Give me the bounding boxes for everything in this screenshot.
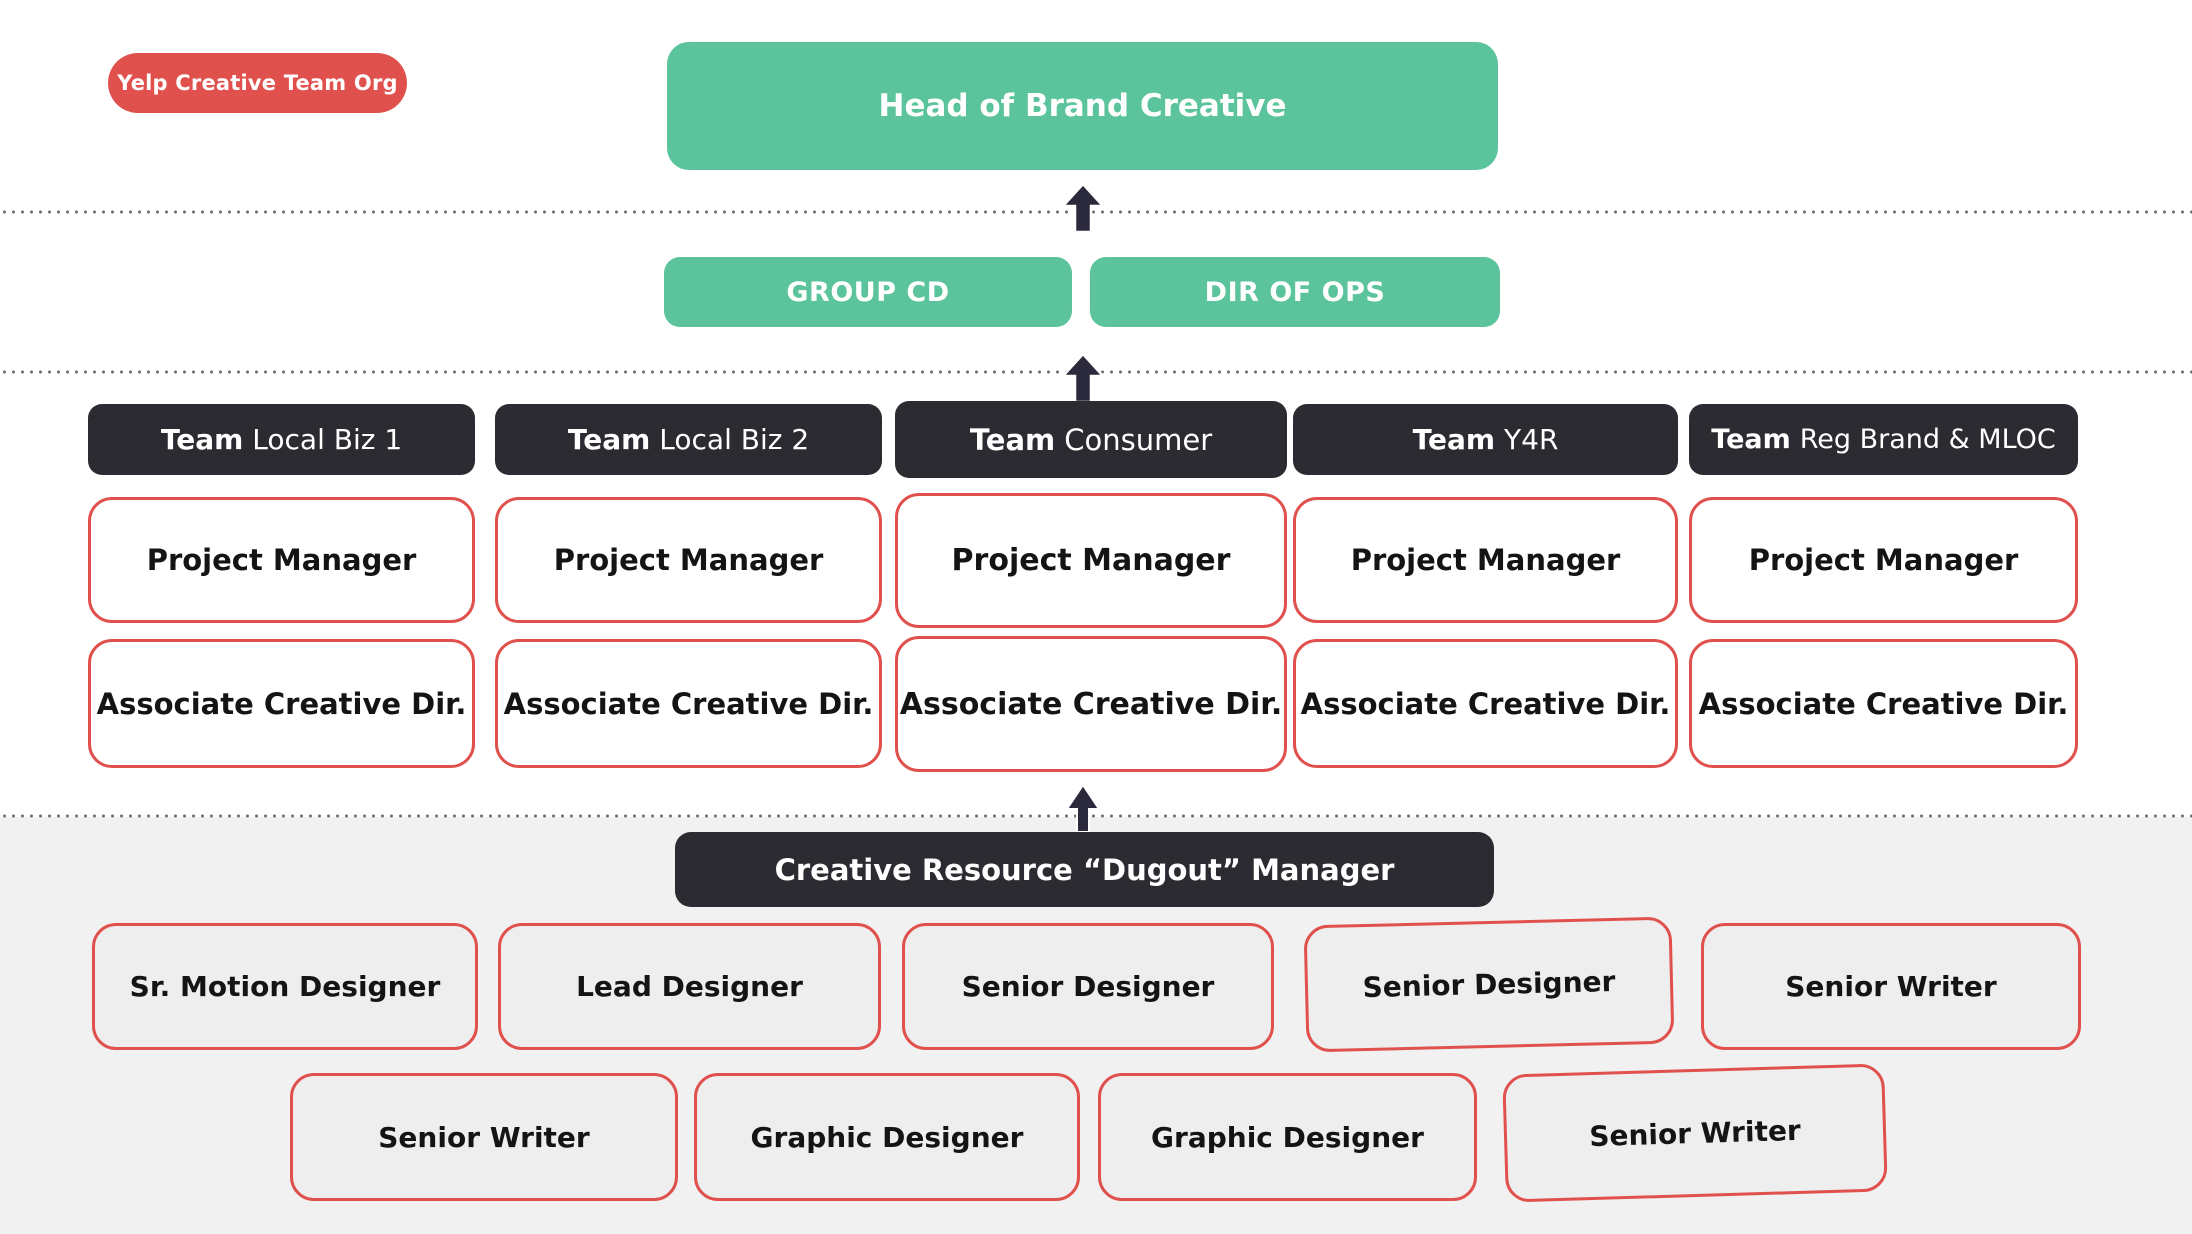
node-associate-creative-dir[interactable]: Associate Creative Dir. [1293, 639, 1678, 768]
node-project-manager[interactable]: Project Manager [1689, 497, 2078, 623]
node-label: Senior Writer [1785, 970, 1997, 1003]
node-associate-creative-dir[interactable]: Associate Creative Dir. [88, 639, 475, 768]
node-label: Associate Creative Dir. [899, 686, 1283, 722]
node-dugout-manager[interactable]: Creative Resource “Dugout” Manager [675, 832, 1494, 907]
team-name: Local Biz 1 [252, 423, 403, 456]
node-senior-designer[interactable]: Senior Designer [902, 923, 1274, 1050]
node-sr-motion-designer[interactable]: Sr. Motion Designer [92, 923, 478, 1050]
node-label: Head of Brand Creative [878, 88, 1287, 124]
up-arrow-icon [1060, 182, 1106, 234]
node-label: Associate Creative Dir. [1698, 686, 2069, 721]
team-name: Consumer [1064, 422, 1213, 457]
node-project-manager[interactable]: Project Manager [88, 497, 475, 623]
dotted-divider [0, 210, 2192, 214]
node-label: Creative Resource “Dugout” Manager [774, 852, 1395, 887]
node-senior-writer[interactable]: Senior Writer [290, 1073, 678, 1201]
node-team-reg-brand-mloc[interactable]: Team Reg Brand & MLOC [1689, 404, 2078, 475]
node-label: Associate Creative Dir. [1300, 686, 1671, 721]
node-group-cd[interactable]: GROUP CD [664, 257, 1072, 327]
node-senior-writer[interactable]: Senior Writer [1502, 1063, 1888, 1203]
chart-title: Yelp Creative Team Org [117, 71, 398, 95]
node-label: Senior Writer [1588, 1113, 1802, 1153]
node-associate-creative-dir[interactable]: Associate Creative Dir. [495, 639, 882, 768]
node-project-manager[interactable]: Project Manager [1293, 497, 1678, 623]
team-prefix: Team [160, 423, 244, 456]
node-associate-creative-dir[interactable]: Associate Creative Dir. [895, 636, 1287, 772]
node-label: GROUP CD [786, 276, 950, 308]
team-prefix: Team [969, 422, 1056, 457]
team-name: Reg Brand & MLOC [1799, 424, 2056, 455]
node-label: Senior Designer [961, 970, 1215, 1003]
node-label: Graphic Designer [750, 1120, 1024, 1154]
chart-title-badge: Yelp Creative Team Org [108, 53, 407, 113]
node-graphic-designer[interactable]: Graphic Designer [694, 1073, 1080, 1201]
node-label: Lead Designer [576, 970, 803, 1003]
up-arrow-icon [1060, 352, 1106, 404]
node-team-local-biz-1[interactable]: Team Local Biz 1 [88, 404, 475, 475]
node-label: DIR OF OPS [1204, 276, 1386, 308]
node-graphic-designer[interactable]: Graphic Designer [1098, 1073, 1477, 1201]
node-head-of-brand-creative[interactable]: Head of Brand Creative [667, 42, 1498, 170]
node-dir-of-ops[interactable]: DIR OF OPS [1090, 257, 1500, 327]
node-team-y4r[interactable]: Team Y4R [1293, 404, 1678, 475]
node-senior-designer[interactable]: Senior Designer [1303, 916, 1675, 1053]
node-senior-writer[interactable]: Senior Writer [1701, 923, 2081, 1050]
node-label: Project Manager [553, 543, 824, 577]
team-prefix: Team [1412, 423, 1496, 456]
node-label: Graphic Designer [1151, 1120, 1424, 1154]
team-prefix: Team [567, 423, 651, 456]
node-label: Sr. Motion Designer [129, 970, 441, 1003]
node-label: Project Manager [146, 543, 417, 577]
node-label: Project Manager [951, 543, 1231, 578]
node-team-local-biz-2[interactable]: Team Local Biz 2 [495, 404, 882, 475]
node-label: Project Manager [1748, 543, 2019, 577]
team-name: Local Biz 2 [659, 423, 810, 456]
node-label: Associate Creative Dir. [503, 686, 874, 721]
node-team-consumer[interactable]: Team Consumer [895, 401, 1287, 478]
node-label: Senior Designer [1362, 964, 1616, 1005]
node-project-manager[interactable]: Project Manager [895, 493, 1287, 628]
up-arrow-icon [1065, 783, 1101, 833]
team-name: Y4R [1504, 423, 1559, 456]
node-lead-designer[interactable]: Lead Designer [498, 923, 881, 1050]
node-associate-creative-dir[interactable]: Associate Creative Dir. [1689, 639, 2078, 768]
node-label: Project Manager [1350, 543, 1621, 577]
node-label: Associate Creative Dir. [96, 686, 467, 721]
node-project-manager[interactable]: Project Manager [495, 497, 882, 623]
node-label: Senior Writer [378, 1120, 590, 1154]
team-prefix: Team [1711, 424, 1791, 455]
dotted-divider [0, 814, 2192, 818]
